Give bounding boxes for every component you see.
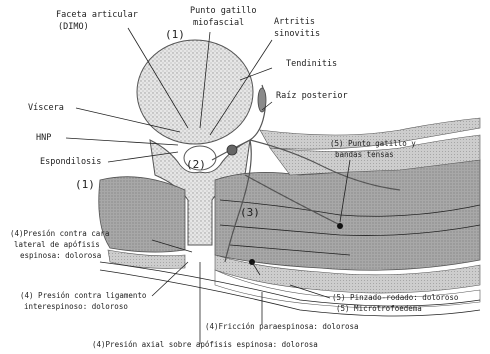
label-faceta: Faceta articular (DIMO) — [56, 10, 138, 32]
svg-text:Faceta articular: Faceta articular — [56, 10, 138, 20]
label-espondilosis: Espondilosis — [40, 157, 101, 167]
svg-text:miofascial: miofascial — [193, 18, 244, 28]
trigger-point-dot — [337, 223, 343, 229]
label-presion-axial: (4)Presión axial sobre apófisis espinosa… — [92, 340, 318, 349]
label-friccion: (4)Fricción paraespinosa: dolorosa — [205, 322, 359, 331]
svg-text:(5) Pinzado-rodado: doloroso: (5) Pinzado-rodado: doloroso — [332, 293, 459, 302]
label-num3: (3) — [240, 206, 260, 219]
svg-text:espinosa: dolorosa: espinosa: dolorosa — [20, 251, 101, 260]
svg-text:Punto gatillo: Punto gatillo — [190, 6, 257, 16]
root-node — [227, 145, 237, 155]
svg-text:bandas tensas: bandas tensas — [335, 150, 394, 159]
label-viscera: Víscera — [28, 103, 64, 113]
label-num2: (2) — [186, 158, 206, 171]
left-muscle-mass — [99, 177, 185, 269]
label-presion-cara-lateral: (4)Presión contra cara lateral de apófis… — [10, 229, 109, 260]
label-artritis: Artritis sinovitis — [274, 17, 320, 39]
label-punto-gatillo-miofascial: Punto gatillo miofascial — [190, 6, 257, 28]
svg-text:lateral de apófisis: lateral de apófisis — [14, 240, 100, 249]
label-num1-left: (1) — [75, 178, 95, 191]
label-tendinitis: Tendinitis — [286, 59, 337, 69]
svg-text:(5) Microtrofoedema: (5) Microtrofoedema — [336, 304, 422, 313]
svg-text:interespinoso: doloroso: interespinoso: doloroso — [24, 302, 128, 311]
vertebral-body — [137, 40, 253, 144]
label-num1-top: (1) — [165, 28, 185, 41]
svg-text:Artritis: Artritis — [274, 17, 315, 27]
svg-text:(4) Presión contra ligamento: (4) Presión contra ligamento — [20, 291, 147, 300]
svg-text:(4)Presión contra cara: (4)Presión contra cara — [10, 229, 109, 238]
svg-text:(DIMO): (DIMO) — [58, 22, 89, 32]
dorsal-ganglion — [258, 88, 266, 112]
label-presion-ligamento: (4) Presión contra ligamento interespino… — [20, 291, 147, 311]
svg-text:sinovitis: sinovitis — [274, 29, 320, 39]
label-raiz-posterior: Raíz posterior — [276, 91, 348, 101]
label-hnp: HNP — [36, 133, 51, 143]
svg-text:(5) Punto gatillo y: (5) Punto gatillo y — [330, 139, 416, 148]
